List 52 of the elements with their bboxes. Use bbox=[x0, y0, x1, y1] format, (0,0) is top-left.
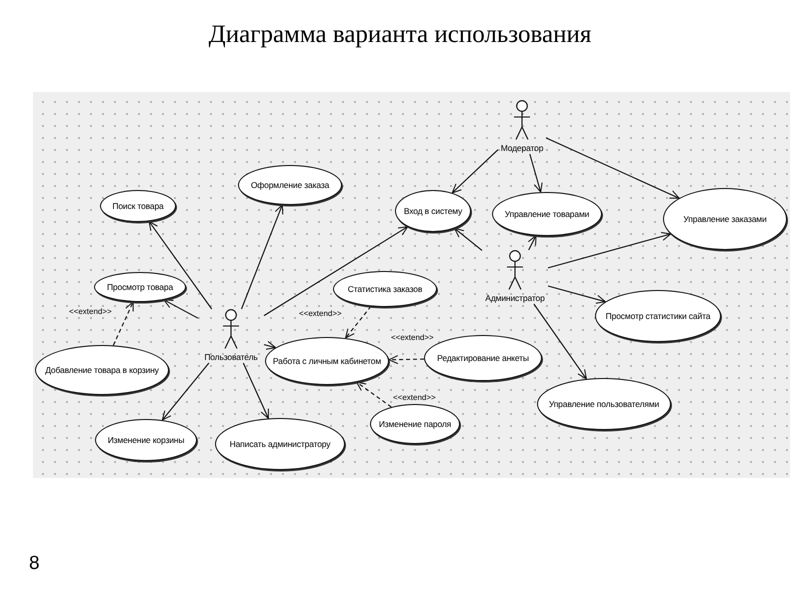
arrow bbox=[162, 362, 210, 421]
use-case-ellipse bbox=[100, 190, 176, 222]
arrow bbox=[533, 304, 587, 380]
arrow bbox=[548, 285, 606, 304]
use-case-name: Изменение корзины bbox=[108, 435, 184, 445]
use-case-name: Управление товарами bbox=[504, 209, 590, 219]
page-number: 8 bbox=[29, 553, 40, 575]
actor-name: Модератор bbox=[500, 143, 544, 153]
edge-label: <<extend>> bbox=[298, 309, 343, 319]
use-case-name: Добавление товара в корзину bbox=[45, 365, 159, 375]
arrow bbox=[528, 235, 536, 250]
use-case-ellipse bbox=[238, 165, 342, 205]
use-case-name: Статистика заказов bbox=[348, 284, 422, 294]
use-case-ellipse bbox=[370, 404, 460, 444]
use-case-name: Поиск товара bbox=[112, 201, 164, 211]
use-case-name: Работа с личным кабинетом bbox=[272, 356, 382, 366]
use-case-ellipse bbox=[333, 271, 437, 307]
dashed-arrow bbox=[345, 306, 372, 339]
use-case-name: Редактирование анкеты bbox=[437, 353, 529, 363]
title: Диаграмма варианта использования bbox=[208, 20, 592, 50]
use-case-name: Вход в систему bbox=[404, 206, 462, 216]
arrow bbox=[548, 232, 672, 268]
arrow bbox=[148, 220, 212, 310]
actor-name: Пользователь bbox=[204, 352, 258, 362]
edge-label: <<extend>> bbox=[392, 393, 437, 403]
arrow bbox=[452, 149, 498, 194]
arrow bbox=[454, 228, 482, 251]
use-case-ellipse bbox=[35, 345, 169, 395]
arrow bbox=[242, 362, 269, 419]
arrow bbox=[240, 204, 284, 310]
use-case-name: Оформление заказа bbox=[250, 180, 330, 190]
arrow bbox=[546, 137, 680, 199]
arrow bbox=[264, 226, 408, 316]
use-case-ellipse bbox=[595, 290, 721, 342]
use-case-name: Написать администратору bbox=[230, 439, 330, 449]
arrow bbox=[163, 299, 198, 319]
use-case-ellipse bbox=[395, 190, 471, 232]
use-case-name: Изменение пароля bbox=[378, 419, 452, 429]
arrow bbox=[264, 340, 276, 350]
use-case-ellipse bbox=[94, 272, 186, 302]
dashed-arrow bbox=[356, 382, 392, 408]
dashed-arrow bbox=[388, 355, 424, 364]
dashed-arrow bbox=[112, 301, 134, 346]
arrow bbox=[529, 154, 543, 193]
use-case-ellipse bbox=[663, 188, 787, 250]
use-case-name: Управление заказами bbox=[683, 214, 767, 224]
edge-label: <<extend>> bbox=[390, 333, 435, 343]
use-case-name: Просмотр товара bbox=[106, 282, 174, 292]
actor-name: Администратор bbox=[485, 293, 545, 303]
edge-label: <<extend>> bbox=[68, 307, 113, 317]
use-case-name: Просмотр статистики сайта bbox=[606, 311, 710, 321]
use-case-name: Управление пользователями bbox=[548, 399, 660, 409]
